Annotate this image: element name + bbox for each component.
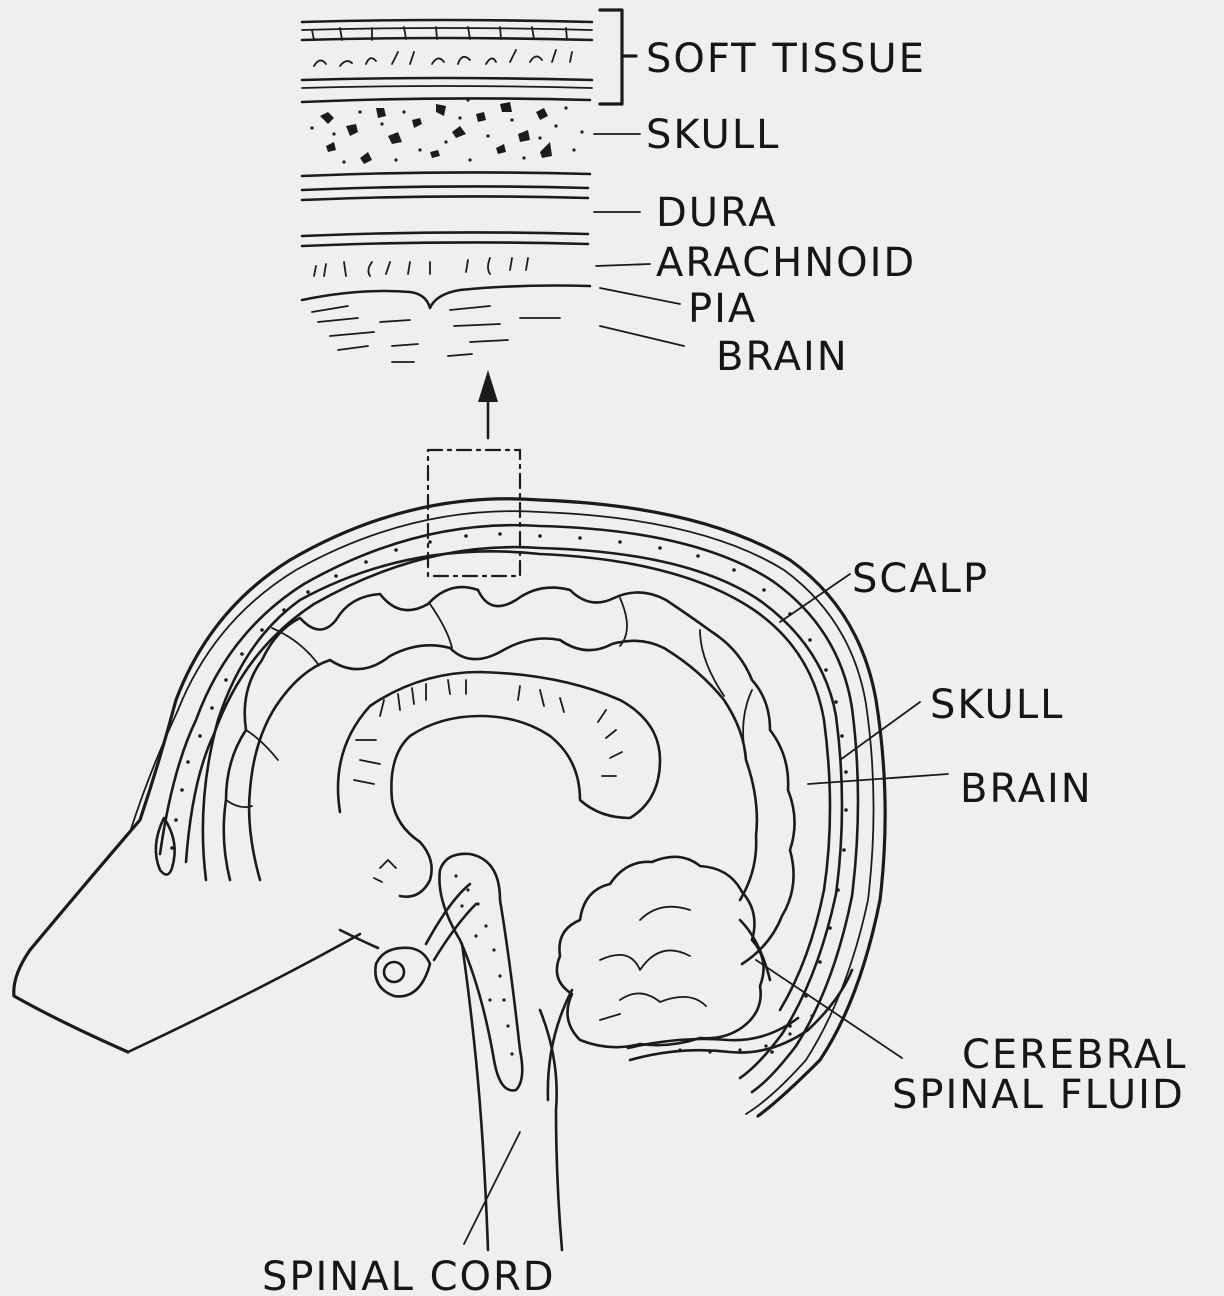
magnify-arrow [478,370,498,438]
csf-label-line2: SPINAL FLUID [892,1072,1185,1118]
main-leader-lines [464,574,948,1244]
skull-layer [302,98,590,176]
scalp-outline [14,499,885,1116]
spinal-cord-label: SPINAL CORD [262,1254,556,1296]
soft-tissue-layer [302,20,592,88]
dura-layer [302,186,588,200]
skull-label: SKULL [930,682,1064,728]
head-sagittal-section [14,499,885,1250]
scalp-label: SCALP [852,556,989,602]
brainstem [439,854,522,1091]
skull-inset-label: SKULL [646,112,780,158]
pia-label: PIA [688,286,757,332]
dura-label: DURA [656,190,778,236]
brain-label: BRAIN [960,766,1093,812]
cortex-gyri [224,587,795,964]
layer-detail-inset: SOFT TISSUE SKULL DURA ARACHNOID PIA BRA… [302,10,926,380]
skull-texture [170,532,848,1054]
arachnoid-layer [302,232,588,276]
arachnoid-label: ARACHNOID [656,240,916,286]
brain-inset-label: BRAIN [716,334,849,380]
pia-layer [302,286,590,309]
csf-band [628,970,852,1060]
brain-surface [312,306,560,362]
soft-tissue-bracket [600,10,636,104]
soft-tissue-label: SOFT TISSUE [646,36,926,82]
